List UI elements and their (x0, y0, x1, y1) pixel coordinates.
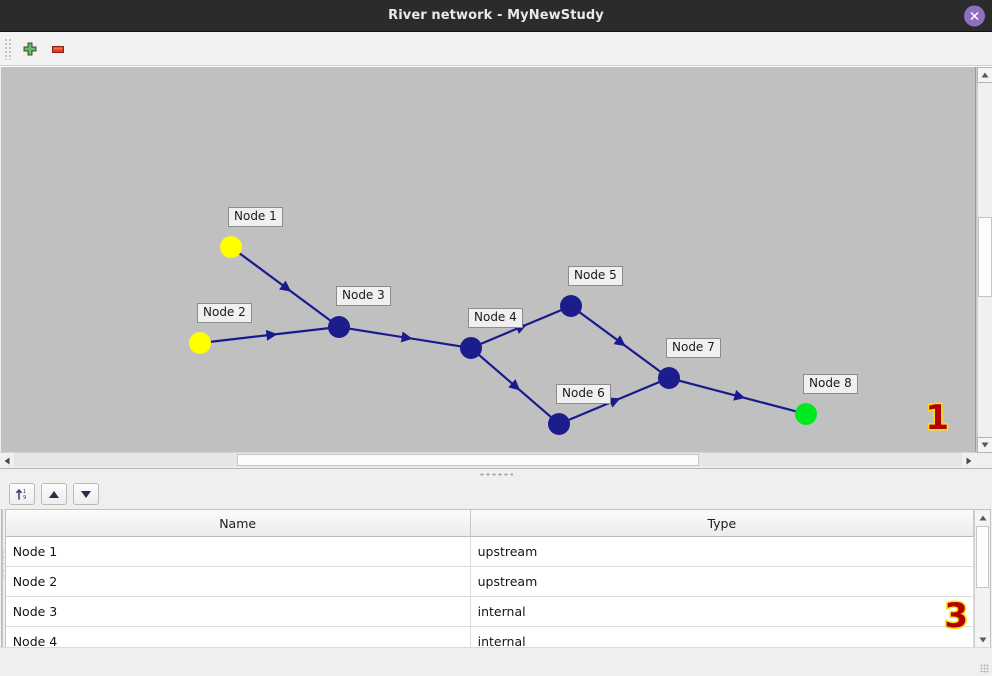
edge-arrow-icon (400, 331, 413, 343)
scroll-up-icon[interactable] (977, 67, 992, 83)
canvas-horizontal-scrollbar[interactable] (0, 452, 976, 467)
graph-node-node-2[interactable] (189, 332, 211, 354)
nodes-cell[interactable]: internal (470, 596, 975, 627)
graph-node-node-4[interactable] (460, 337, 482, 359)
node-label-node-1[interactable]: Node 1 (228, 207, 283, 227)
graph-node-node-3[interactable] (328, 316, 350, 338)
status-bar (0, 647, 992, 676)
network-graph (189, 236, 817, 435)
node-label-node-7[interactable]: Node 7 (666, 338, 721, 358)
nodes-cell[interactable]: Node 2 (5, 566, 471, 597)
river-network-canvas[interactable]: Node 1 Node 2 Node 3 Node 4 Node 5 Node 6 Node… (1, 67, 976, 453)
splitter-grip-icon (479, 472, 513, 476)
nodes-cell[interactable]: Node 3 (5, 596, 471, 627)
canvas-vertical-scrollbar[interactable] (976, 67, 992, 453)
node-label-node-2[interactable]: Node 2 (197, 303, 252, 323)
remove-node-icon[interactable] (44, 36, 72, 62)
move-up-icon[interactable] (40, 483, 67, 505)
node-label-node-3[interactable]: Node 3 (336, 286, 391, 306)
graph-node-node-7[interactable] (658, 367, 680, 389)
edge-layer (209, 252, 797, 422)
edge-arrow-icon (265, 329, 278, 341)
close-icon[interactable] (964, 5, 985, 26)
nodes-cell[interactable]: Node 4 (5, 626, 471, 647)
tables-area: 1 9 NameNode1Node2 Node 1 -> Node 3Node … (0, 479, 992, 647)
node-label-node-6[interactable]: Node 6 (556, 384, 611, 404)
edge-arrow-icon (613, 335, 626, 347)
move-down-icon[interactable] (72, 483, 99, 505)
nodes-column-header[interactable]: Type (470, 510, 975, 537)
nodes-column-header[interactable]: Name (5, 510, 471, 537)
sort-icon[interactable]: 1 9 (8, 483, 35, 505)
edge-arrow-icon (608, 397, 621, 408)
canvas-hscroll-thumb[interactable] (237, 454, 699, 466)
title-bar: River network - MyNewStudy (0, 0, 992, 32)
annotation-3: 3 (943, 596, 970, 636)
svg-text:1: 1 (23, 489, 26, 495)
nodes-scroll-up-icon[interactable] (975, 510, 991, 525)
toolbar-grip[interactable] (4, 37, 12, 60)
edge-arrow-icon (279, 280, 292, 292)
nodes-scroll-down-icon[interactable] (975, 632, 991, 647)
scroll-right-icon[interactable] (962, 453, 976, 468)
graph-node-node-8[interactable] (795, 403, 817, 425)
resize-grip-icon[interactable] (980, 664, 989, 673)
node-label-node-8[interactable]: Node 8 (803, 374, 858, 394)
window-title: River network - MyNewStudy (388, 8, 604, 23)
nodes-cell[interactable]: upstream (470, 566, 975, 597)
nodes-cell[interactable]: Node 1 (5, 536, 471, 567)
nodes-cell[interactable]: upstream (470, 536, 975, 567)
horizontal-splitter[interactable] (0, 468, 992, 479)
graph-node-node-5[interactable] (560, 295, 582, 317)
graph-node-node-6[interactable] (548, 413, 570, 435)
nodes-cell[interactable]: internal (470, 626, 975, 647)
annotation-1: 1 (924, 398, 951, 438)
graph-node-node-1[interactable] (220, 236, 242, 258)
scroll-down-icon[interactable] (977, 437, 992, 453)
svg-text:9: 9 (23, 495, 26, 501)
canvas-vscroll-thumb[interactable] (978, 217, 992, 297)
edge-arrow-icon (508, 379, 521, 391)
nodes-table-scrollbar[interactable] (974, 510, 991, 647)
nodes-toolbar: 1 9 (3, 479, 992, 509)
scroll-left-icon[interactable] (0, 453, 14, 468)
add-node-icon[interactable] (16, 36, 44, 62)
node-label-node-4[interactable]: Node 4 (468, 308, 523, 328)
main-toolbar (0, 32, 992, 66)
graph-panel: Node 1 Node 2 Node 3 Node 4 Node 5 Node 6 Node… (0, 66, 992, 468)
nodes-scroll-thumb[interactable] (976, 526, 990, 588)
node-layer (189, 236, 817, 435)
edge-arrow-icon (733, 389, 746, 401)
node-label-node-5[interactable]: Node 5 (568, 266, 623, 286)
